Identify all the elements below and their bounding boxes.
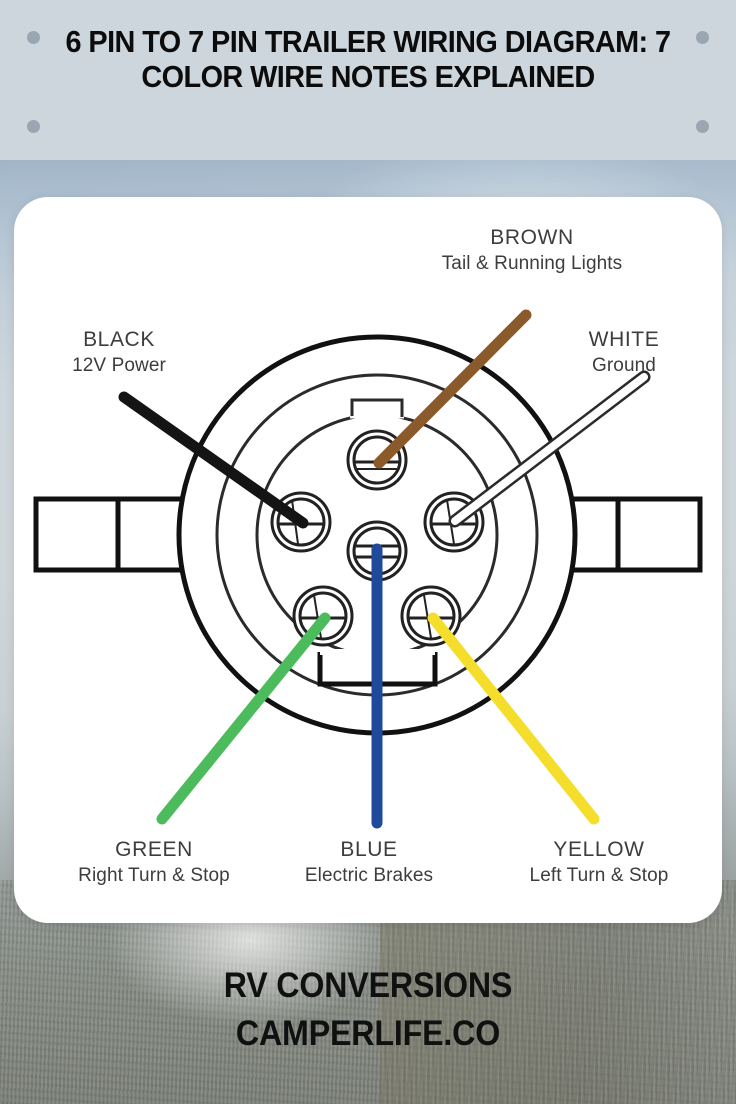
- footer-line-2: CAMPERLIFE.CO: [235, 1014, 501, 1053]
- label-white-color: WHITE: [588, 328, 660, 351]
- label-black-function: 12V Power: [72, 354, 166, 376]
- wire-green: [156, 612, 331, 825]
- corner-dot-bottom-right: [696, 120, 709, 133]
- corner-dot-top-left: [27, 31, 40, 44]
- header-band: 6 PIN TO 7 PIN TRAILER WIRING DIAGRAM: 7…: [0, 0, 736, 160]
- label-yellow: YELLOW Left Turn & Stop: [484, 837, 714, 888]
- label-green: GREEN Right Turn & Stop: [24, 837, 284, 888]
- wire-black: [118, 391, 309, 529]
- footer-line-1: RV CONVERSIONS: [223, 966, 513, 1005]
- label-brown-color: BROWN: [490, 226, 574, 249]
- label-blue-color: BLUE: [340, 838, 398, 861]
- diagram-card: BROWN Tail & Running Lights BLACK 12V Po…: [14, 197, 722, 923]
- label-blue-function: Electric Brakes: [304, 864, 434, 886]
- wire-group: [118, 309, 651, 829]
- page-title: 6 PIN TO 7 PIN TRAILER WIRING DIAGRAM: 7…: [65, 24, 671, 94]
- keyway-notch-top: [350, 398, 404, 419]
- wire-white: [451, 373, 648, 525]
- label-black-color: BLACK: [83, 328, 155, 351]
- label-yellow-function: Left Turn & Stop: [529, 864, 669, 886]
- footer-branding: RV CONVERSIONS CAMPERLIFE.CO: [29, 962, 706, 1092]
- label-green-color: GREEN: [115, 838, 193, 861]
- label-blue: BLUE Electric Brakes: [264, 837, 474, 888]
- label-white-function: Ground: [592, 354, 656, 376]
- label-white: WHITE Ground: [534, 327, 714, 378]
- label-brown: BROWN Tail & Running Lights: [382, 225, 682, 276]
- corner-dot-top-right: [696, 31, 709, 44]
- wire-yellow: [427, 612, 600, 825]
- label-brown-function: Tail & Running Lights: [441, 252, 623, 274]
- wire-brown: [373, 309, 532, 469]
- label-yellow-color: YELLOW: [553, 838, 645, 861]
- trailer-connector-diagram: [33, 309, 703, 829]
- label-black: BLACK 12V Power: [24, 327, 214, 378]
- label-green-function: Right Turn & Stop: [78, 864, 230, 886]
- corner-dot-bottom-left: [27, 120, 40, 133]
